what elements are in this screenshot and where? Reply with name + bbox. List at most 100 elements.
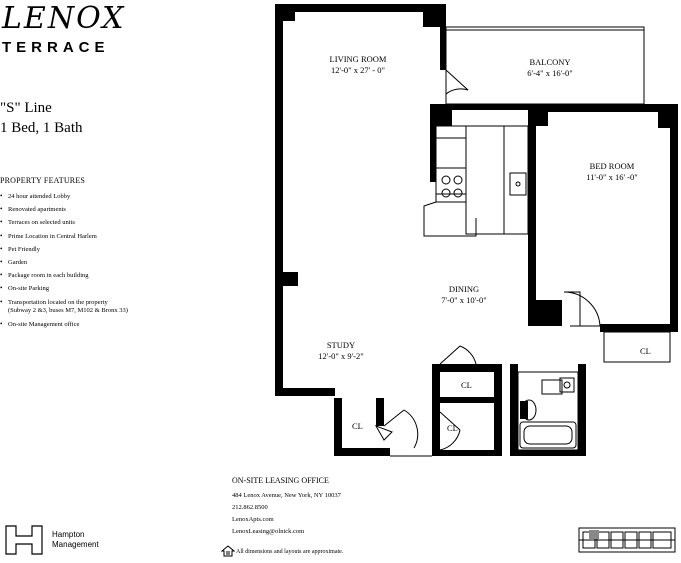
hampton-management-logo: Hampton Management <box>2 522 142 558</box>
burner <box>453 188 463 198</box>
features-list: 24 hour attended Lobby Renovated apartme… <box>0 190 240 331</box>
hampton-text: Hampton Management <box>52 530 99 550</box>
hampton-sub: Management <box>52 540 99 549</box>
wall <box>376 398 384 426</box>
column <box>423 5 445 27</box>
office-website[interactable]: LenoxApts.com <box>232 516 274 523</box>
disclaimer-text: All dimensions and layouts are approxima… <box>236 549 344 555</box>
kitchen-cabinet <box>435 137 467 169</box>
balcony-label: BALCONY 6'-4" x 16'-0" <box>510 57 590 79</box>
bedroom-name: BED ROOM <box>589 161 635 171</box>
kitchen-floor <box>465 125 529 235</box>
kitchen-counter-right <box>503 125 529 235</box>
equal-housing-icon <box>221 545 235 557</box>
unit-line: "S" Line <box>0 100 52 116</box>
wall <box>440 397 500 403</box>
hampton-name: Hampton <box>52 530 85 539</box>
logo-sub-text: TERRACE <box>2 39 110 56</box>
bathtub-inner <box>523 425 573 445</box>
closet-label-hall: CL <box>461 380 472 390</box>
entry-door <box>383 409 405 427</box>
wall <box>430 104 436 182</box>
feature-item: On-site Parking <box>0 282 240 295</box>
office-title: ON-SITE LEASING OFFICE <box>232 476 329 485</box>
burner <box>441 175 451 185</box>
closet-label-bath: CL <box>447 423 458 433</box>
toilet-tank <box>541 379 563 395</box>
logo-script-text: LENOX <box>2 1 126 36</box>
bedroom-dims: 11'-0" x 16' -0" <box>586 172 638 182</box>
sink <box>509 172 527 196</box>
feature-item: Prime Location in Central Harlem <box>0 230 240 243</box>
column <box>536 112 548 126</box>
stove <box>435 167 467 203</box>
office-email[interactable]: LenoxLeasing@olnick.com <box>232 528 305 535</box>
burner <box>453 175 463 185</box>
feature-item: Pet Friendly <box>0 243 240 256</box>
hampton-h-icon <box>5 525 43 555</box>
wall <box>334 448 390 456</box>
kitchen-island <box>423 201 477 237</box>
balcony-outline <box>445 26 645 105</box>
drain <box>563 381 571 389</box>
wall <box>430 104 536 110</box>
closet-door <box>439 411 461 431</box>
wall <box>494 364 502 456</box>
bedroom-closet <box>603 331 671 363</box>
wall <box>275 388 335 396</box>
door-swing <box>563 291 601 327</box>
bedroom-label: BED ROOM 11'-0" x 16' -0" <box>570 161 654 183</box>
wall <box>670 104 678 330</box>
wall <box>432 364 440 456</box>
bath-fixture <box>520 401 528 419</box>
wall <box>275 4 283 394</box>
door-swing <box>439 429 461 451</box>
balcony-name: BALCONY <box>529 57 571 67</box>
wall <box>510 450 586 456</box>
wall <box>510 364 518 456</box>
unit-title: "S" Line 1 Bed, 1 Bath <box>0 98 83 138</box>
feature-item: On-site Management office <box>0 318 240 331</box>
door-swing <box>459 345 477 365</box>
features-title: PROPERTY FEATURES <box>0 176 86 185</box>
study-dims: 12'-0" x 9'-2" <box>318 351 364 361</box>
floor-plan <box>275 4 678 457</box>
bathroom <box>517 371 579 451</box>
wall <box>334 398 342 456</box>
wall <box>528 104 676 112</box>
living-room-dims: 12'-0" x 27' - 0" <box>331 65 385 75</box>
wall <box>440 4 446 70</box>
dining-dims: 7'-0" x 10'-0" <box>441 295 487 305</box>
burner <box>441 188 451 198</box>
column <box>528 300 562 326</box>
feature-item: 24 hour attended Lobby <box>0 190 240 203</box>
closet-label-entry: CL <box>352 421 363 431</box>
office-address: 484 Lenox Avenue, New York, NY 10037 <box>232 492 341 499</box>
lenox-terrace-logo: LENOX TERRACE <box>2 1 132 57</box>
feature-item: Package room in each building <box>0 269 240 282</box>
drain <box>515 181 521 187</box>
balcony-dims: 6'-4" x 16'-0" <box>527 68 573 78</box>
office-phone[interactable]: 212.862.8500 <box>232 504 268 511</box>
feature-item: Transportation located on the property <box>0 296 240 309</box>
door-swing <box>403 409 419 449</box>
bedroom-door <box>564 291 581 326</box>
bathtub <box>519 421 577 449</box>
study-label: STUDY 12'-0" x 9'-2" <box>303 340 379 362</box>
wall <box>528 104 536 326</box>
dining-name: DINING <box>448 284 480 294</box>
wall <box>276 272 298 286</box>
site-key-plan <box>578 527 676 553</box>
wall <box>432 364 502 372</box>
wall <box>440 450 502 456</box>
feature-item: Terraces on selected units <box>0 216 240 229</box>
closet-door <box>439 345 461 365</box>
wall <box>578 364 586 456</box>
unit-beds: 1 Bed, 1 Bath <box>0 120 83 136</box>
kitchen-counter <box>435 125 467 195</box>
balcony-door <box>445 69 469 91</box>
feature-transport-detail: (Subway 2 &3, buses M7, M102 & Bronx 33) <box>8 306 128 314</box>
sink-bath <box>559 377 575 393</box>
property-features: PROPERTY FEATURES 24 hour attended Lobby… <box>0 176 240 331</box>
wall <box>600 324 678 332</box>
